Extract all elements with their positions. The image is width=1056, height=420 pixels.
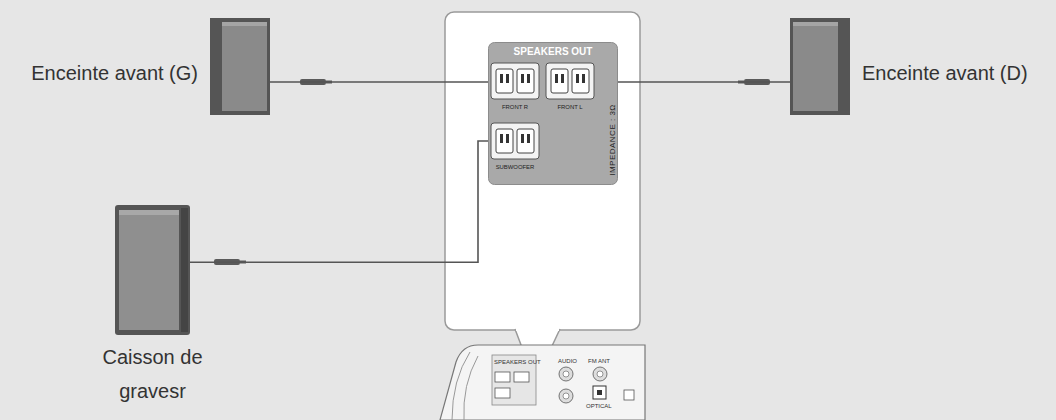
callout-bubble <box>445 12 640 330</box>
speaker-terminal <box>490 62 540 100</box>
panel-marking: AUDIO <box>558 358 577 364</box>
panel-title: SPEAKERS OUT <box>488 46 618 57</box>
speaker-wire <box>595 81 790 83</box>
panel-marking: FM ANT <box>588 358 610 364</box>
terminal-label: FRONT R <box>490 104 540 111</box>
panel-marking: OPTICAL <box>586 403 612 409</box>
speaker-drawing <box>210 18 270 115</box>
speaker-wire <box>190 141 490 262</box>
subwoofer-label: Caisson de gravesr <box>91 340 215 408</box>
speaker-terminal <box>490 122 540 160</box>
terminal: FRONT R <box>490 62 540 114</box>
speaker-label: Enceinte avant (G) <box>31 62 198 85</box>
terminal-label: FRONT L <box>545 104 595 111</box>
unit-drawing <box>440 345 645 420</box>
front-speaker: Enceinte avant (G) <box>210 18 270 115</box>
speaker-terminal <box>545 62 595 100</box>
terminal-label: SUBWOOFER <box>490 164 540 171</box>
subwoofer-drawing <box>115 205 190 335</box>
speaker-wire <box>270 81 490 83</box>
front-speaker: Enceinte avant (D) <box>790 18 850 115</box>
speaker-label: Enceinte avant (D) <box>862 62 1028 85</box>
panel-marking: SPEAKERS OUT <box>494 359 541 365</box>
speaker-drawing <box>790 18 850 115</box>
terminal: FRONT L <box>545 62 595 114</box>
terminal: SUBWOOFER <box>490 122 540 174</box>
impedance-label: IMPEDANCE : 3Ω <box>608 104 617 176</box>
callout-tail-join <box>516 328 559 331</box>
subwoofer: Caisson de gravesr <box>115 205 190 335</box>
speakers-out-panel: SPEAKERS OUT IMPEDANCE : 3Ω FRONT R FRONT L… <box>488 42 618 185</box>
